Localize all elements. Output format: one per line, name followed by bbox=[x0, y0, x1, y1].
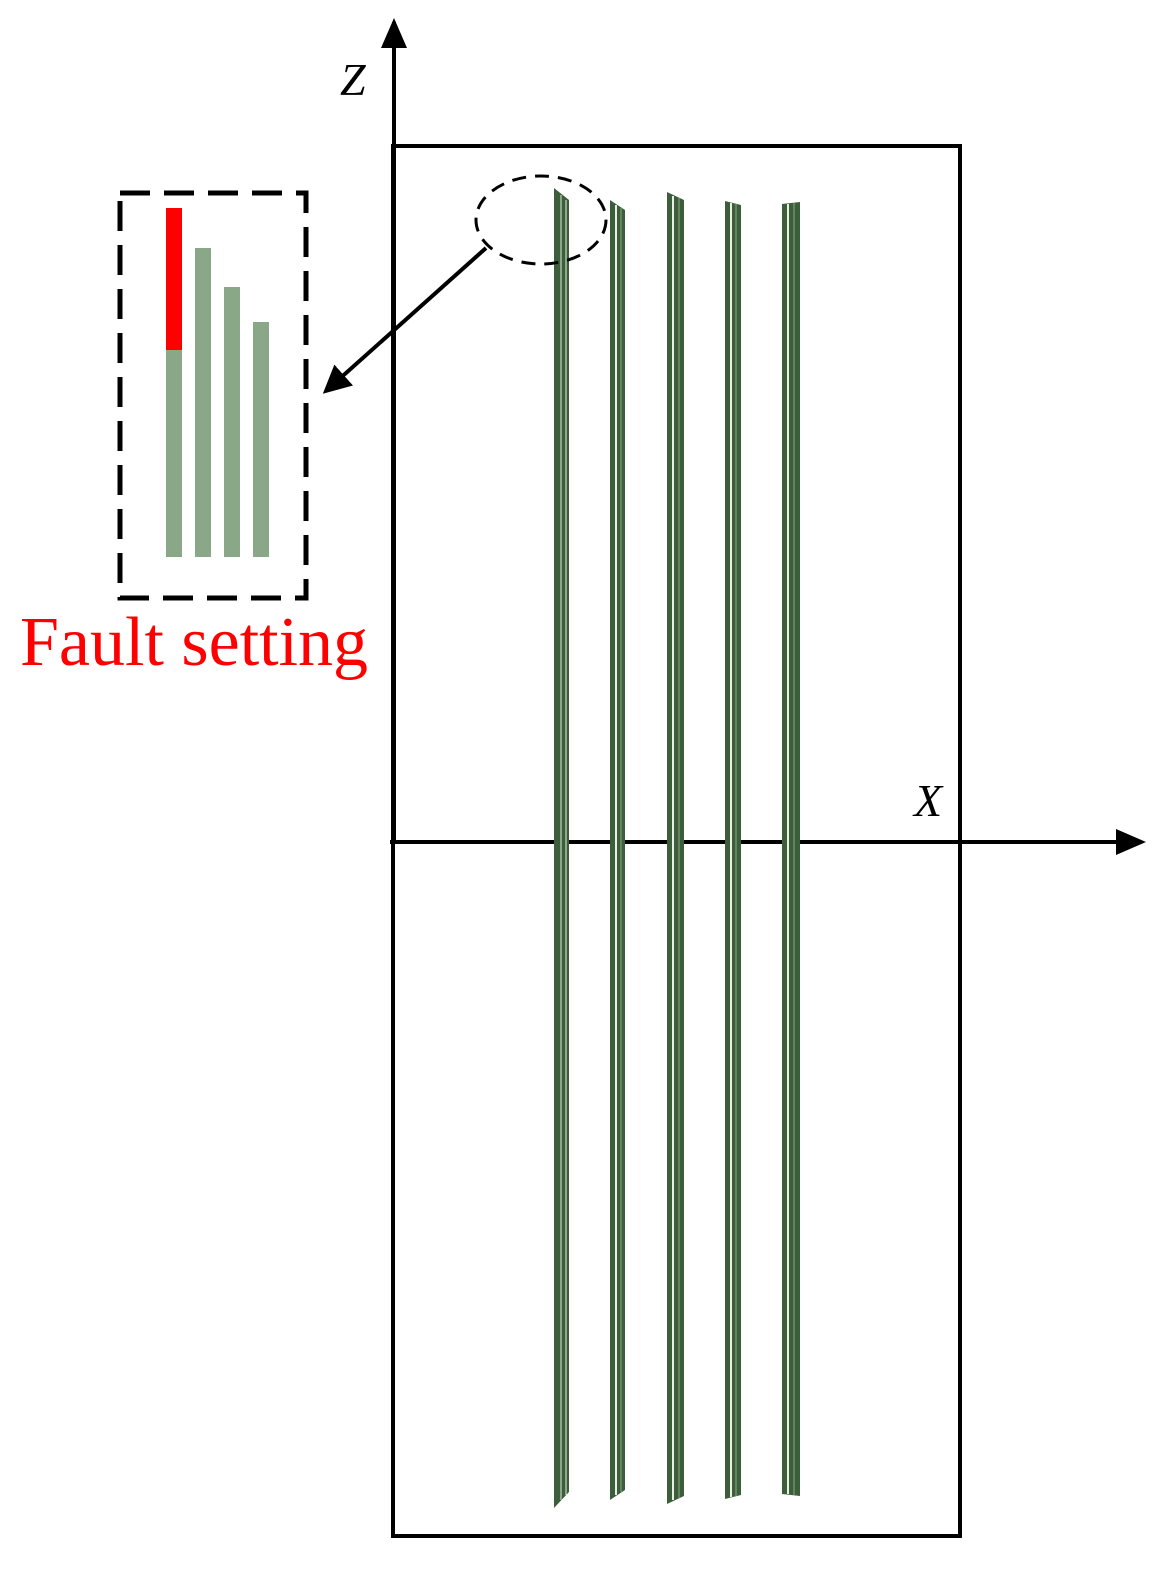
highlight-ellipse bbox=[474, 174, 608, 266]
z-axis-arrowhead-icon bbox=[381, 18, 407, 48]
fault-inset-box bbox=[117, 190, 309, 601]
inset-fractures bbox=[166, 208, 269, 557]
fracture-5 bbox=[782, 202, 800, 1496]
fracture-4 bbox=[725, 201, 741, 1499]
fault-setting-label: Fault setting bbox=[20, 604, 368, 681]
x-axis-arrowhead-icon bbox=[1116, 829, 1146, 855]
x-axis-label: X bbox=[912, 775, 944, 826]
inset-fracture-2 bbox=[195, 248, 211, 557]
inset-fracture-1-fault bbox=[166, 208, 182, 350]
inset-fracture-3 bbox=[224, 287, 240, 557]
arrow-icon bbox=[322, 246, 488, 394]
fracture-3 bbox=[667, 192, 684, 1504]
inset-fracture-4 bbox=[253, 322, 269, 557]
fracture-1 bbox=[554, 188, 569, 1508]
fracture-set bbox=[554, 188, 800, 1508]
z-axis-label: Z bbox=[340, 54, 366, 105]
fracture-2 bbox=[610, 200, 625, 1500]
inset-fracture-1 bbox=[166, 350, 182, 557]
